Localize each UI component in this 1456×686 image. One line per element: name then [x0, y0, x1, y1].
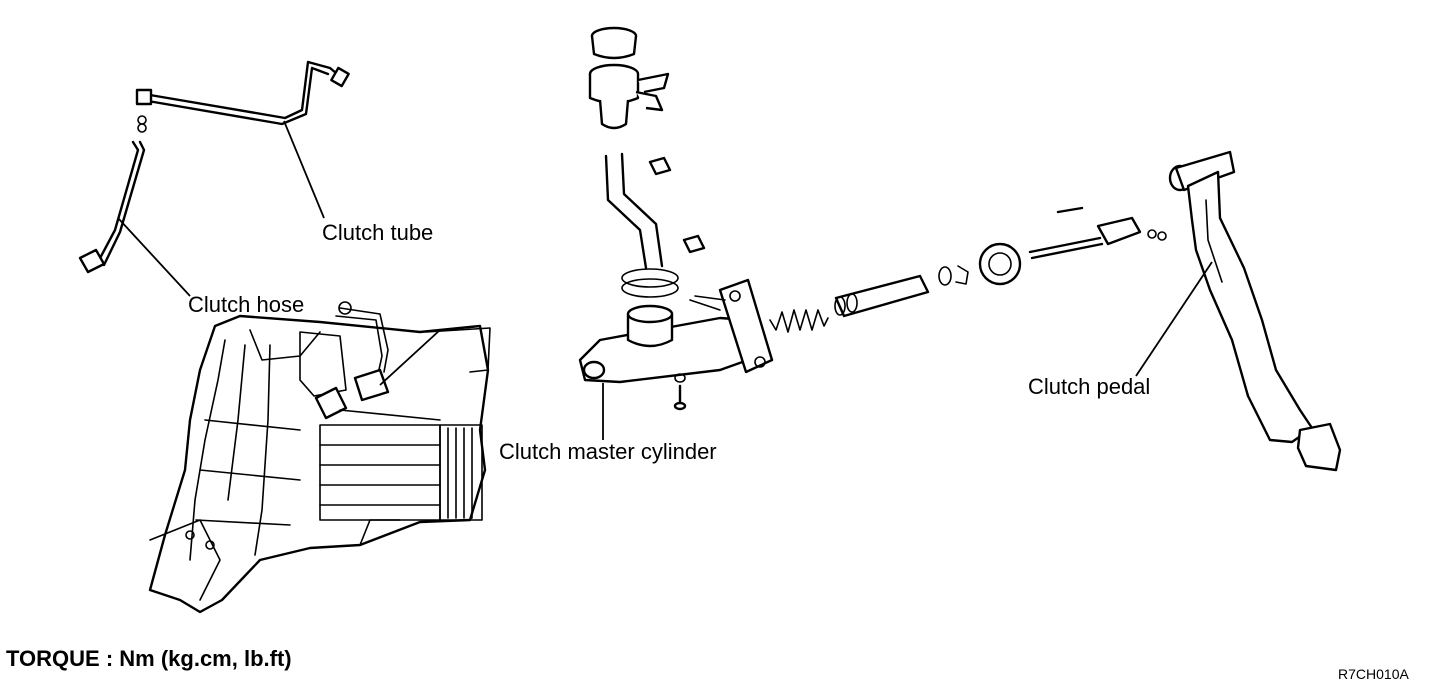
transmission-leader: [379, 329, 441, 386]
transmission-housing: [148, 301, 491, 614]
label-clutch-pedal: Clutch pedal: [1028, 374, 1151, 399]
label-clutch-hose: Clutch hose: [188, 292, 305, 317]
master-cylinder-assembly: [578, 268, 774, 411]
label-clutch-tube: Clutch tube: [322, 220, 434, 245]
clutch-tube-hose-assembly: [78, 60, 350, 274]
cylinder-internal-parts: [769, 206, 1167, 333]
reservoir-assembly: [588, 26, 706, 270]
torque-note: TORQUE : Nm (kg.cm, lb.ft): [6, 646, 292, 671]
clutch-pedal-part: [1168, 150, 1342, 472]
clutch-pedal-leader: [1135, 261, 1213, 377]
figure-code: R7CH010A: [1338, 666, 1409, 682]
label-clutch-master-cylinder: Clutch master cylinder: [499, 439, 717, 464]
clutch-tube-leader: [283, 120, 325, 219]
clutch-hose-leader: [117, 217, 191, 297]
